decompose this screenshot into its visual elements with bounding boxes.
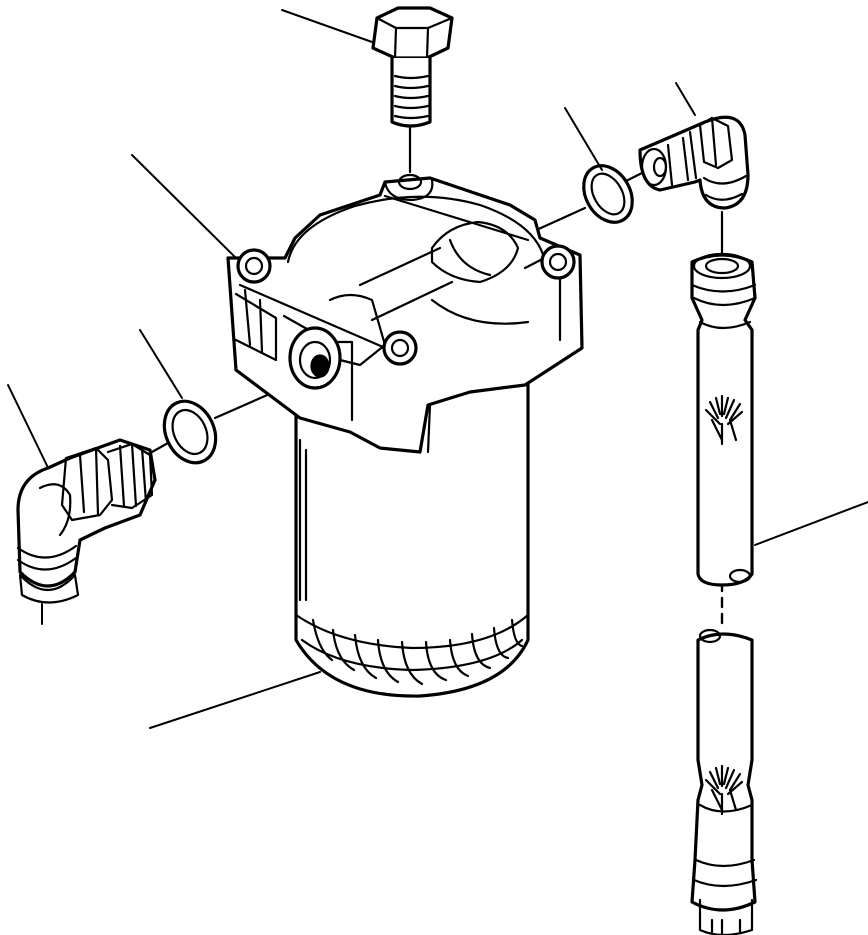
leader-line-hose <box>754 501 868 546</box>
leader-lines <box>7 9 868 729</box>
bolt-icon <box>371 6 454 128</box>
o-ring-right-icon <box>582 164 634 224</box>
filter-head-icon <box>226 173 584 454</box>
leader-line-bolt <box>281 9 373 43</box>
leader-line-elbow-right <box>675 82 696 116</box>
leader-line-o-ring-left <box>139 329 183 399</box>
o-ring-left-icon <box>162 399 218 465</box>
filter-element-icon <box>294 383 530 698</box>
leader-line-elbow-left <box>7 384 54 479</box>
axis-head-to-o-ring-right <box>530 206 587 234</box>
elbow-fitting-left-icon <box>16 438 157 604</box>
hose-assembly-icon <box>690 252 758 935</box>
leader-line-o-ring-right <box>564 107 603 171</box>
leader-line-filter-head <box>131 154 239 261</box>
axis-o-ring-to-elbow-left <box>150 441 170 454</box>
elbow-fitting-right-icon <box>638 115 750 210</box>
leader-line-filter-element <box>149 671 321 729</box>
